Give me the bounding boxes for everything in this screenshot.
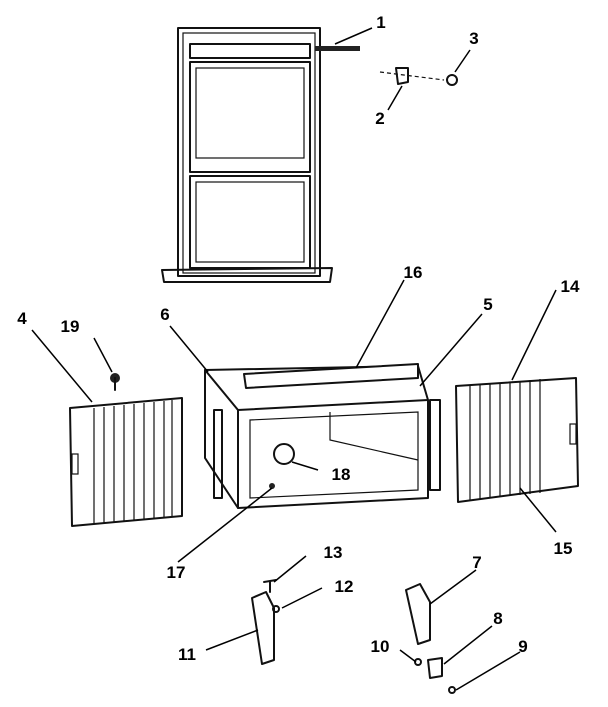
screw-17 xyxy=(269,483,275,489)
label-4: 4 xyxy=(17,309,27,328)
left-side-panel xyxy=(69,397,183,527)
support-bracket-7 xyxy=(405,583,456,694)
label-8: 8 xyxy=(493,609,502,628)
bracket-and-screw xyxy=(379,67,458,86)
label-10: 10 xyxy=(371,637,390,656)
cabinet xyxy=(204,365,429,509)
support-bracket-11 xyxy=(251,579,280,665)
label-6: 6 xyxy=(160,305,169,324)
label-9: 9 xyxy=(518,637,527,656)
label-19: 19 xyxy=(61,317,80,336)
right-side-panel xyxy=(455,377,579,503)
label-2: 2 xyxy=(375,109,384,128)
label-17: 17 xyxy=(167,563,186,582)
label-3: 3 xyxy=(469,29,478,48)
window-frame xyxy=(161,27,360,283)
label-11: 11 xyxy=(178,645,196,664)
callout-labels: 1 2 3 4 19 6 16 5 14 15 18 17 13 12 11 7… xyxy=(17,13,580,664)
label-13: 13 xyxy=(324,543,343,562)
label-5: 5 xyxy=(483,295,492,314)
label-15: 15 xyxy=(554,539,573,558)
leader-lines xyxy=(31,27,557,691)
frame-seal xyxy=(429,399,441,491)
label-7: 7 xyxy=(472,553,481,572)
label-1: 1 xyxy=(376,13,385,32)
label-18: 18 xyxy=(332,465,351,484)
label-16: 16 xyxy=(404,263,423,282)
top-rail xyxy=(243,363,419,389)
drain-fitting-18 xyxy=(273,443,295,465)
label-12: 12 xyxy=(335,577,354,596)
screw-19 xyxy=(110,373,120,391)
label-14: 14 xyxy=(561,277,580,296)
